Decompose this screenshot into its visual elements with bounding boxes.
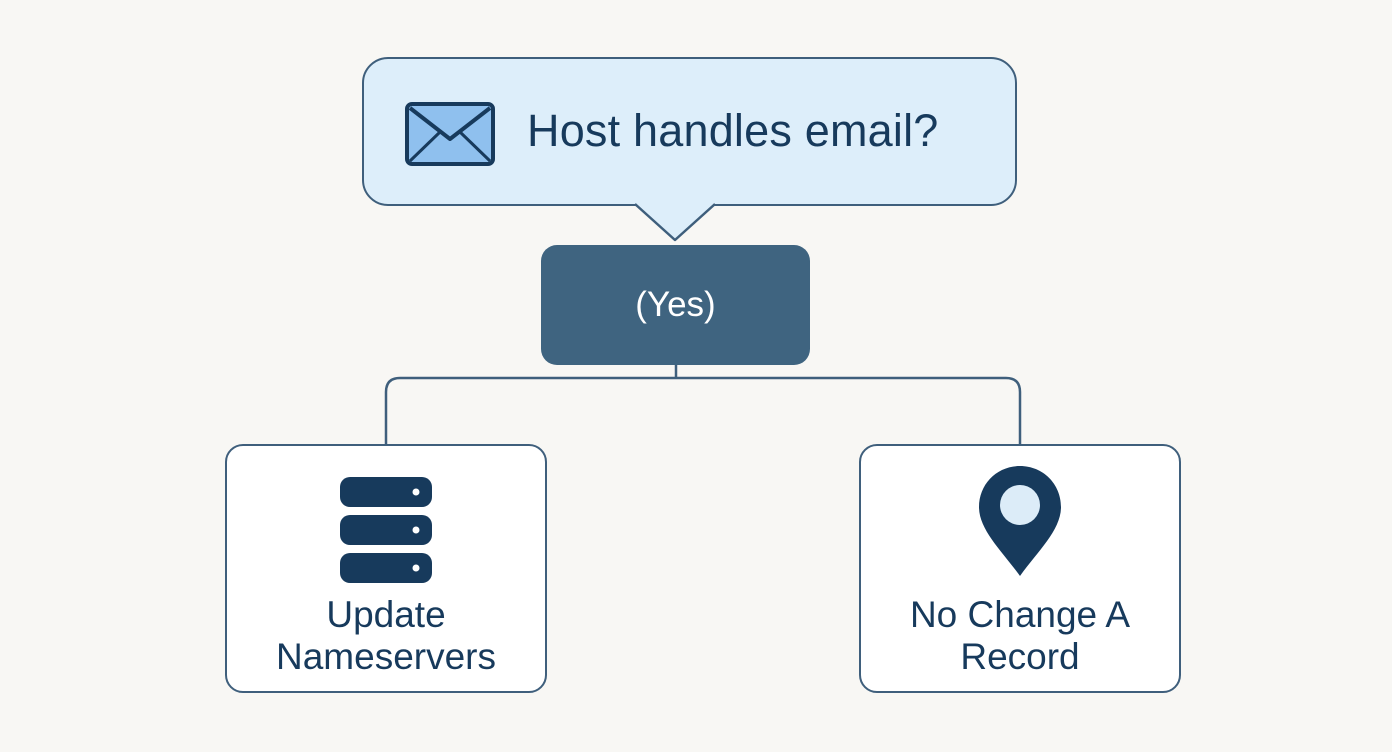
answer-text: (Yes) [635, 285, 716, 324]
question-node: Host handles email? [362, 57, 1017, 206]
question-text: Host handles email? [527, 105, 939, 156]
outcome-update-nameservers: Update Nameservers [225, 444, 547, 693]
outcome-label-line-1: No Change A [909, 594, 1131, 635]
outcome-label: No Change A Record [861, 594, 1179, 678]
outcome-label-line-2: Nameservers [276, 636, 496, 677]
question-pointer [633, 202, 717, 242]
outcome-label-line-1: Update [326, 594, 446, 635]
answer-node: (Yes) [541, 245, 810, 365]
envelope-icon [405, 102, 495, 166]
server-icon [340, 477, 432, 583]
outcome-label-line-2: Record [960, 636, 1080, 677]
outcome-no-change-a-record: No Change A Record [859, 444, 1181, 693]
outcome-label: Update Nameservers [227, 594, 545, 678]
map-pin-icon [979, 466, 1061, 576]
connector-answer-to-outcomes [384, 365, 1022, 444]
